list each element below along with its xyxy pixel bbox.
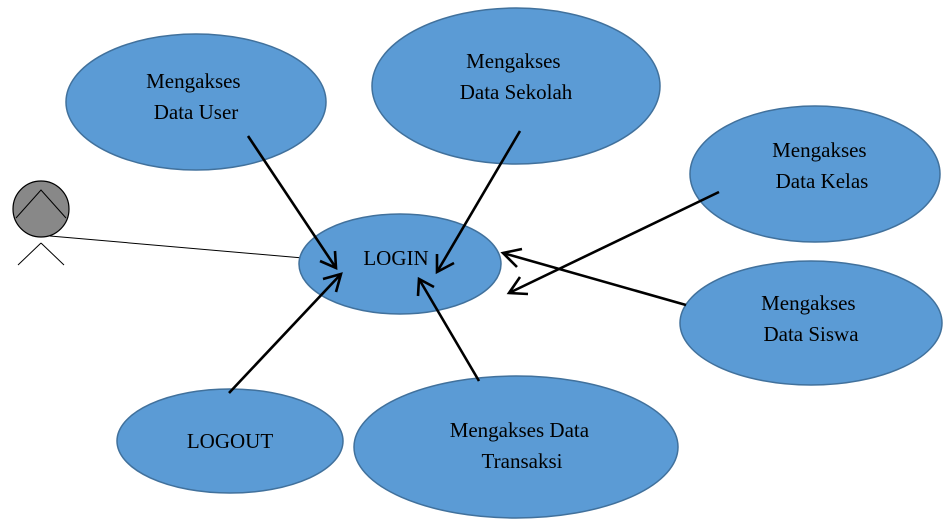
arrow-data-siswa-to-login	[500, 247, 687, 307]
usecase-data-sekolah[interactable]: Mengakses Data Sekolah	[371, 7, 661, 165]
usecase-logout-shape	[116, 388, 344, 494]
usecase-data-kelas-label: Mengakses Data Kelas	[772, 138, 872, 193]
arrow-logout-to-login-shaft	[228, 273, 342, 394]
usecase-data-siswa-label-line2: Data Siswa	[763, 322, 859, 346]
arrow-data-transaksi-to-login	[416, 276, 481, 382]
usecase-login-shape	[298, 213, 502, 315]
usecase-data-sekolah-label: Mengakses Data Sekolah	[460, 49, 573, 104]
usecase-data-user-label-line1: Mengakses	[146, 69, 240, 93]
usecase-login-label: LOGIN	[363, 246, 428, 270]
usecase-login[interactable]: LOGIN	[298, 213, 502, 315]
actor-head	[12, 180, 70, 238]
usecase-data-sekolah-label-line1: Mengakses	[466, 49, 560, 73]
arrow-data-kelas-to-login-head	[506, 276, 529, 296]
arrow-data-sekolah-to-login-shaft	[435, 130, 522, 273]
arrow-data-user-to-login-shaft	[246, 135, 338, 269]
actor-leg-right	[40, 242, 65, 266]
usecase-data-user-label-line2: Data User	[154, 100, 239, 124]
usecase-logout[interactable]: LOGOUT	[116, 388, 344, 494]
usecase-data-sekolah-shape	[371, 7, 661, 165]
arrow-data-kelas-to-login-shaft	[508, 190, 720, 295]
usecase-data-transaksi-label: Mengakses Data Transaksi	[450, 418, 595, 473]
usecase-data-user-label: Mengakses Data User	[146, 69, 246, 124]
usecase-data-kelas-label-line1: Mengakses	[772, 138, 866, 162]
usecase-data-user-shape	[65, 33, 327, 171]
usecase-data-kelas[interactable]: Mengakses Data Kelas	[689, 105, 941, 243]
arrow-data-user-to-login	[246, 135, 338, 271]
usecase-data-sekolah-label-line2: Data Sekolah	[460, 80, 573, 104]
arrow-data-sekolah-to-login-head	[435, 254, 455, 275]
usecase-data-siswa[interactable]: Mengakses Data Siswa	[679, 260, 943, 386]
arrow-logout-to-login-head	[322, 272, 343, 293]
actor	[12, 180, 70, 266]
actor-leg-left	[17, 242, 42, 266]
usecase-data-siswa-shape	[679, 260, 943, 386]
arrow-data-kelas-to-login	[506, 190, 720, 296]
arrow-data-siswa-to-login-shaft	[502, 251, 687, 307]
usecase-data-siswa-label: Mengakses Data Siswa	[761, 291, 861, 346]
arrow-data-transaksi-to-login-head	[416, 276, 435, 297]
usecase-data-transaksi-shape	[353, 375, 679, 519]
actor-body	[15, 189, 67, 219]
usecase-data-kelas-label-line2: Data Kelas	[776, 169, 869, 193]
arrow-data-user-to-login-head	[319, 250, 338, 271]
actor-login-association	[49, 235, 304, 259]
arrow-data-sekolah-to-login	[435, 130, 522, 275]
usecase-data-transaksi-label-line2: Transaksi	[482, 449, 563, 473]
arrow-data-transaksi-to-login-shaft	[417, 278, 481, 382]
arrow-data-siswa-to-login-head	[500, 247, 523, 268]
usecase-logout-label: LOGOUT	[187, 429, 273, 453]
usecase-data-transaksi-label-line1: Mengakses Data	[450, 418, 590, 442]
usecase-data-kelas-shape	[689, 105, 941, 243]
usecase-data-siswa-label-line1: Mengakses	[761, 291, 855, 315]
usecase-data-transaksi[interactable]: Mengakses Data Transaksi	[353, 375, 679, 519]
arrow-logout-to-login	[228, 272, 343, 394]
usecase-data-user[interactable]: Mengakses Data User	[65, 33, 327, 171]
